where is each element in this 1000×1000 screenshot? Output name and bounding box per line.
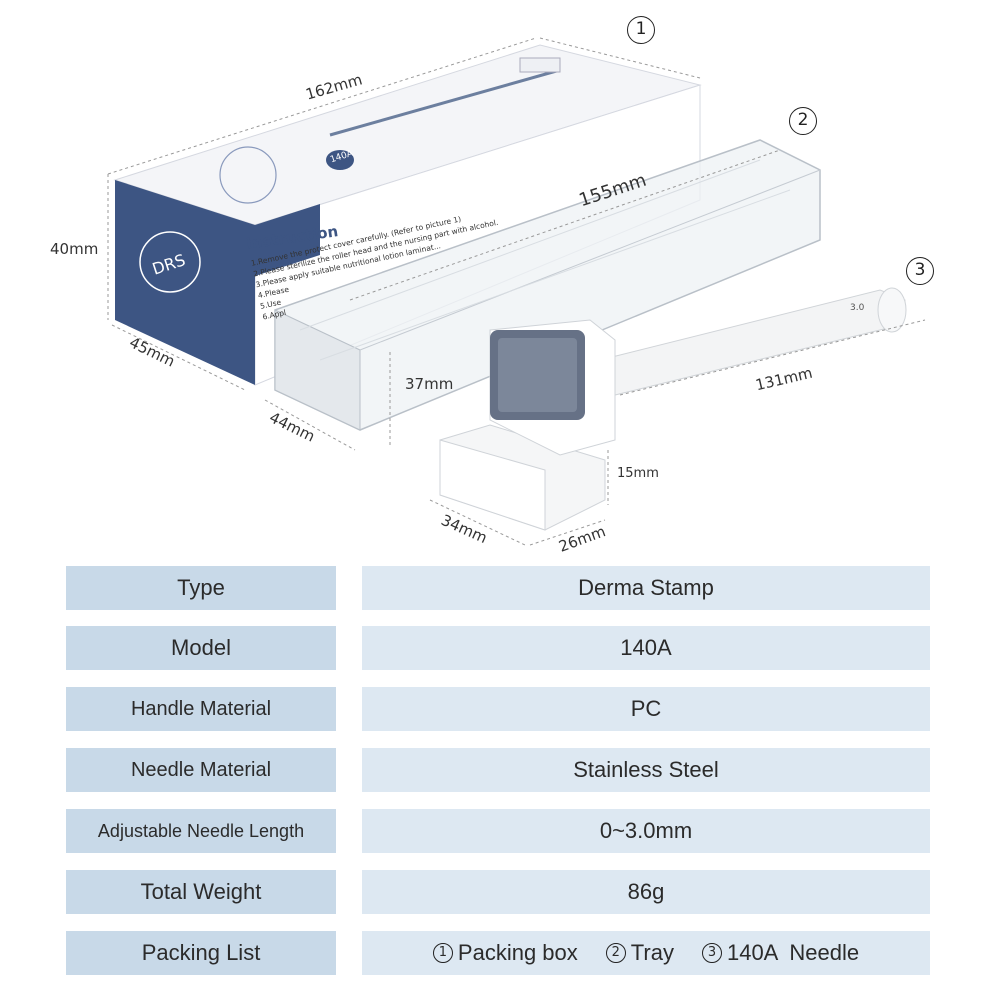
spec-row-needle-length: Adjustable Needle Length 0~3.0mm xyxy=(66,809,930,853)
packing-box-shape xyxy=(113,44,702,386)
spec-value: 140A xyxy=(362,626,930,670)
spec-label: Type xyxy=(66,566,336,610)
spec-value: 86g xyxy=(362,870,930,914)
product-drawing: 3.0 xyxy=(107,37,926,546)
packing-num: 2 xyxy=(605,943,626,963)
spec-value: Derma Stamp xyxy=(362,566,930,610)
spec-label: Packing List xyxy=(66,931,336,975)
spec-value: PC xyxy=(362,687,930,731)
case-dimension-lines xyxy=(264,149,781,451)
spec-row-handle-material: Handle Material PC xyxy=(66,687,930,731)
callout-1: 1 xyxy=(627,16,655,44)
spec-value: Stainless Steel xyxy=(362,748,930,792)
spec-label: Model xyxy=(66,626,336,670)
spec-label: Adjustable Needle Length xyxy=(66,809,336,853)
packing-text: Tray xyxy=(630,940,674,965)
dim-base-height: 15mm xyxy=(617,466,659,481)
spec-value: 0~3.0mm xyxy=(362,809,930,853)
spec-row-packing-list: Packing List 1 Packing box 2 Tray 3 140A… xyxy=(66,931,930,975)
spec-row-total-weight: Total Weight 86g xyxy=(66,870,930,914)
packing-text: 140A Needle xyxy=(726,940,860,965)
packing-num: 1 xyxy=(432,943,453,963)
spec-label: Handle Material xyxy=(66,687,336,731)
packing-item-box: 1 Packing box xyxy=(432,940,578,966)
box-dimension-lines xyxy=(107,37,701,391)
packing-item-tray: 2 Tray xyxy=(605,940,674,966)
spec-label: Total Weight xyxy=(66,870,336,914)
spec-label: Needle Material xyxy=(66,748,336,792)
packing-list-value: 1 Packing box 2 Tray 3 140A Needle xyxy=(362,931,930,975)
callout-3: 3 xyxy=(906,257,934,285)
callout-2: 2 xyxy=(789,107,817,135)
dim-case-height: 37mm xyxy=(405,375,454,393)
spec-table: Type Derma Stamp Model 140A Handle Mater… xyxy=(0,560,1000,1000)
spec-row-needle-material: Needle Material Stainless Steel xyxy=(66,748,930,792)
product-illustration: 3.0 DRS 140A Instruction 1.Remove the pr… xyxy=(50,16,934,556)
dim-box-height: 40mm xyxy=(50,240,99,258)
packing-num: 3 xyxy=(701,943,722,963)
spec-row-model: Model 140A xyxy=(66,626,930,670)
packing-item-needle: 3 140A Needle xyxy=(701,940,860,966)
storage-case-shape xyxy=(274,139,821,431)
svg-text:3.0: 3.0 xyxy=(850,303,865,313)
packing-text: Packing box xyxy=(457,940,578,965)
spec-row-type: Type Derma Stamp xyxy=(66,566,930,610)
stamp-dimension-lines xyxy=(429,319,926,546)
derma-stamp-shape: 3.0 xyxy=(439,287,907,531)
